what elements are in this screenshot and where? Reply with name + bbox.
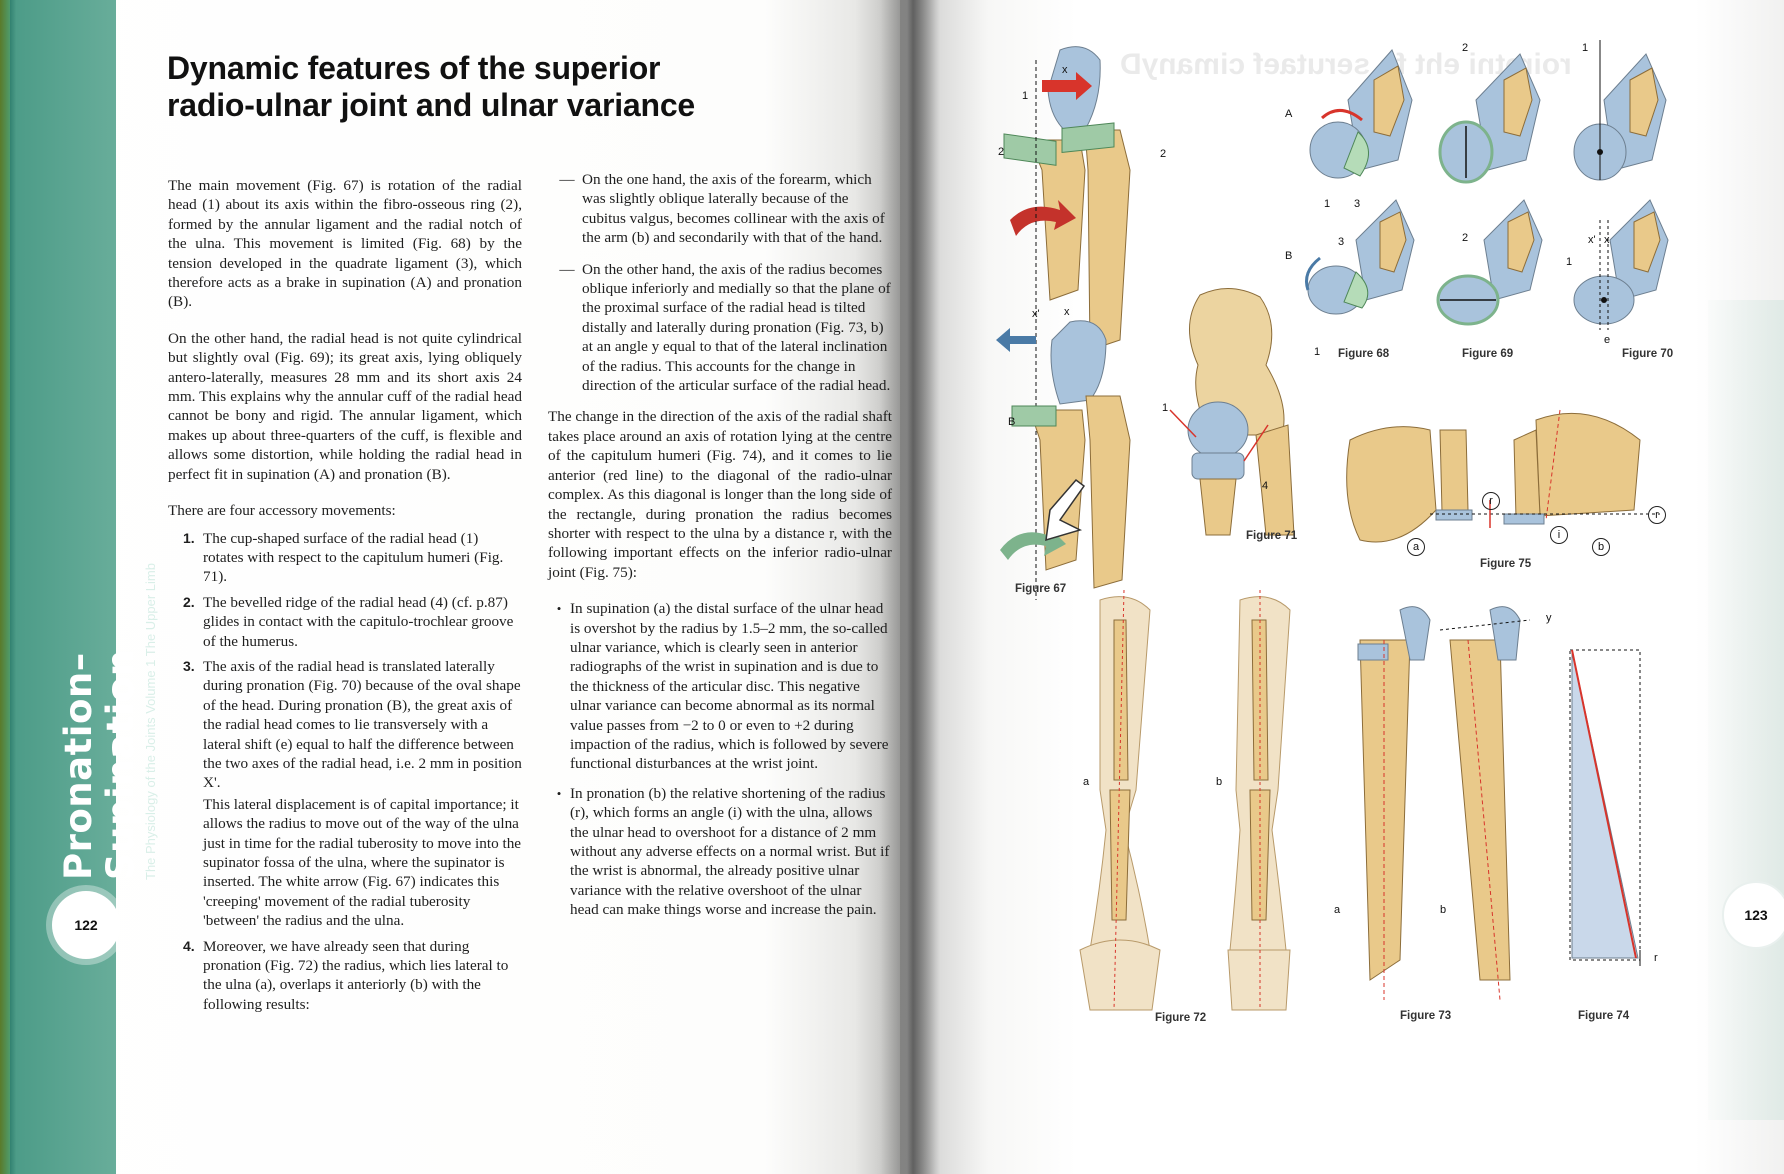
figure-74-illustration: [1569, 649, 1641, 966]
fig68-mark: A: [1285, 108, 1293, 120]
bullet-item: • In pronation (b) the relative shorteni…: [548, 784, 892, 920]
paragraph-oval-head: On the other hand, the radial head is no…: [168, 329, 522, 483]
dash-marker: —: [559, 171, 575, 188]
heading-line-2: radio-ulnar joint and ulnar variance: [167, 87, 696, 123]
fig73-mark: b: [1440, 904, 1447, 916]
fig67-mark: 2: [998, 146, 1005, 158]
figure-74-label: Figure 74: [1578, 1010, 1630, 1022]
bullet-marker: •: [556, 601, 562, 617]
fig70-mark: 1: [1566, 256, 1573, 268]
right-text-column: — On the one hand, the axis of the forea…: [548, 170, 892, 930]
figure-68-label: Figure 68: [1338, 348, 1390, 360]
fig67-mark: x: [1064, 306, 1070, 318]
fig70-mark: e: [1604, 334, 1611, 346]
list-text: The bevelled ridge of the radial head (4…: [203, 593, 514, 650]
page-number-left: 122: [52, 891, 120, 959]
fig75-mark: r: [1648, 506, 1666, 524]
bullet-item: • In supination (a) the distal surface o…: [548, 599, 892, 774]
figure-73-label: Figure 73: [1400, 1010, 1452, 1022]
figure-72-label: Figure 72: [1155, 1012, 1207, 1024]
list-item: 4. Moreover, we have already seen that d…: [168, 937, 522, 1015]
list-number: 1.: [183, 529, 195, 546]
figure-70-label: Figure 70: [1622, 348, 1674, 360]
fig68-mark: 3: [1338, 236, 1345, 248]
fig68-mark: B: [1285, 250, 1293, 262]
dash-item: — On the other hand, the axis of the rad…: [548, 260, 892, 396]
fig67-mark: 1: [1022, 90, 1029, 102]
figure-71-illustration: [1169, 287, 1295, 536]
list-number: 3.: [183, 657, 195, 674]
dash-text-forearm-axis: On the one hand, the axis of the forearm…: [582, 171, 885, 247]
paragraph-main-movement: The main movement (Fig. 67) is rotation …: [168, 177, 522, 311]
fig75-mark: a: [1407, 538, 1425, 556]
fig70-mark: 1: [1582, 42, 1589, 54]
bullet-text-pronation: In pronation (b) the relative shortening…: [570, 784, 890, 919]
right-side-band: [1708, 300, 1784, 1120]
list-number: 2.: [183, 593, 195, 610]
fig68-mark: 3: [1354, 198, 1361, 210]
figure-67-label: Figure 67: [1015, 583, 1067, 595]
left-text-column: The main movement (Fig. 67) is rotation …: [168, 176, 522, 1020]
fig70-mark: x: [1604, 234, 1610, 246]
page-heading: Dynamic features of the superior radio-u…: [167, 50, 787, 124]
figure-68-70-illustration: [1305, 40, 1669, 330]
list-number: 4.: [183, 937, 195, 954]
fig72-mark: b: [1216, 776, 1223, 788]
fig74-mark: r: [1654, 952, 1658, 964]
dash-marker: —: [559, 260, 575, 278]
fig68-mark: 1: [1314, 346, 1321, 358]
list-text: The axis of the radial head is translate…: [203, 657, 522, 792]
bullet-text-supination: In supination (a) the distal surface of …: [570, 600, 889, 773]
dash-text-radius-axis: On the other hand, the axis of the radiu…: [582, 260, 891, 395]
fig67-mark: x': [1032, 308, 1040, 320]
fig68-mark: 1: [1324, 198, 1331, 210]
fig72-mark: a: [1083, 776, 1090, 788]
book-gutter: [880, 0, 940, 1174]
fig67-mark: x: [1062, 64, 1068, 76]
figure-72-illustration: [1079, 589, 1291, 1011]
fig71-mark: 1: [1162, 402, 1169, 414]
figure-67-illustration: [996, 46, 1131, 600]
figure-75-label: Figure 75: [1480, 558, 1532, 570]
list-text-continued: This lateral displacement is of capital …: [203, 795, 522, 930]
figure-71-label: Figure 71: [1246, 530, 1298, 542]
fig69-mark: 2: [1462, 42, 1469, 54]
fig73-mark: a: [1334, 904, 1341, 916]
page-number-right: 123: [1722, 881, 1784, 949]
fig70-mark: x': [1588, 234, 1596, 246]
chapter-side-band: Pronation–Supination The Physiology of t…: [0, 0, 158, 1174]
list-text: Moreover, we have already seen that duri…: [203, 937, 509, 1013]
fig71-mark: 4: [1262, 480, 1269, 492]
bullet-marker: •: [556, 785, 562, 801]
fig67-mark: 2: [1160, 148, 1167, 160]
fig69-mark: 2: [1462, 232, 1469, 244]
fig67-mark: B: [1008, 416, 1016, 428]
fig75-mark: r: [1482, 492, 1500, 510]
list-text: The cup-shaped surface of the radial hea…: [203, 529, 504, 586]
fig75-mark: b: [1592, 538, 1610, 556]
figure-73-illustration: [1357, 606, 1531, 1001]
figure-75-illustration: [1346, 409, 1660, 543]
paragraph-accessory-intro: There are four accessory movements:: [168, 502, 396, 520]
fig75-mark: i: [1550, 526, 1568, 544]
figure-69-label: Figure 69: [1462, 348, 1514, 360]
left-page: [0, 0, 900, 1174]
dash-item: — On the one hand, the axis of the forea…: [548, 170, 892, 248]
list-item: 3. The axis of the radial head is transl…: [168, 657, 522, 931]
list-item: 2. The bevelled ridge of the radial head…: [168, 593, 522, 651]
heading-line-1: Dynamic features of the superior: [167, 50, 661, 86]
list-item: 1. The cup-shaped surface of the radial …: [168, 529, 522, 587]
fig73-mark: y: [1546, 612, 1552, 624]
paragraph-axis-change: The change in the direction of the axis …: [548, 408, 892, 581]
